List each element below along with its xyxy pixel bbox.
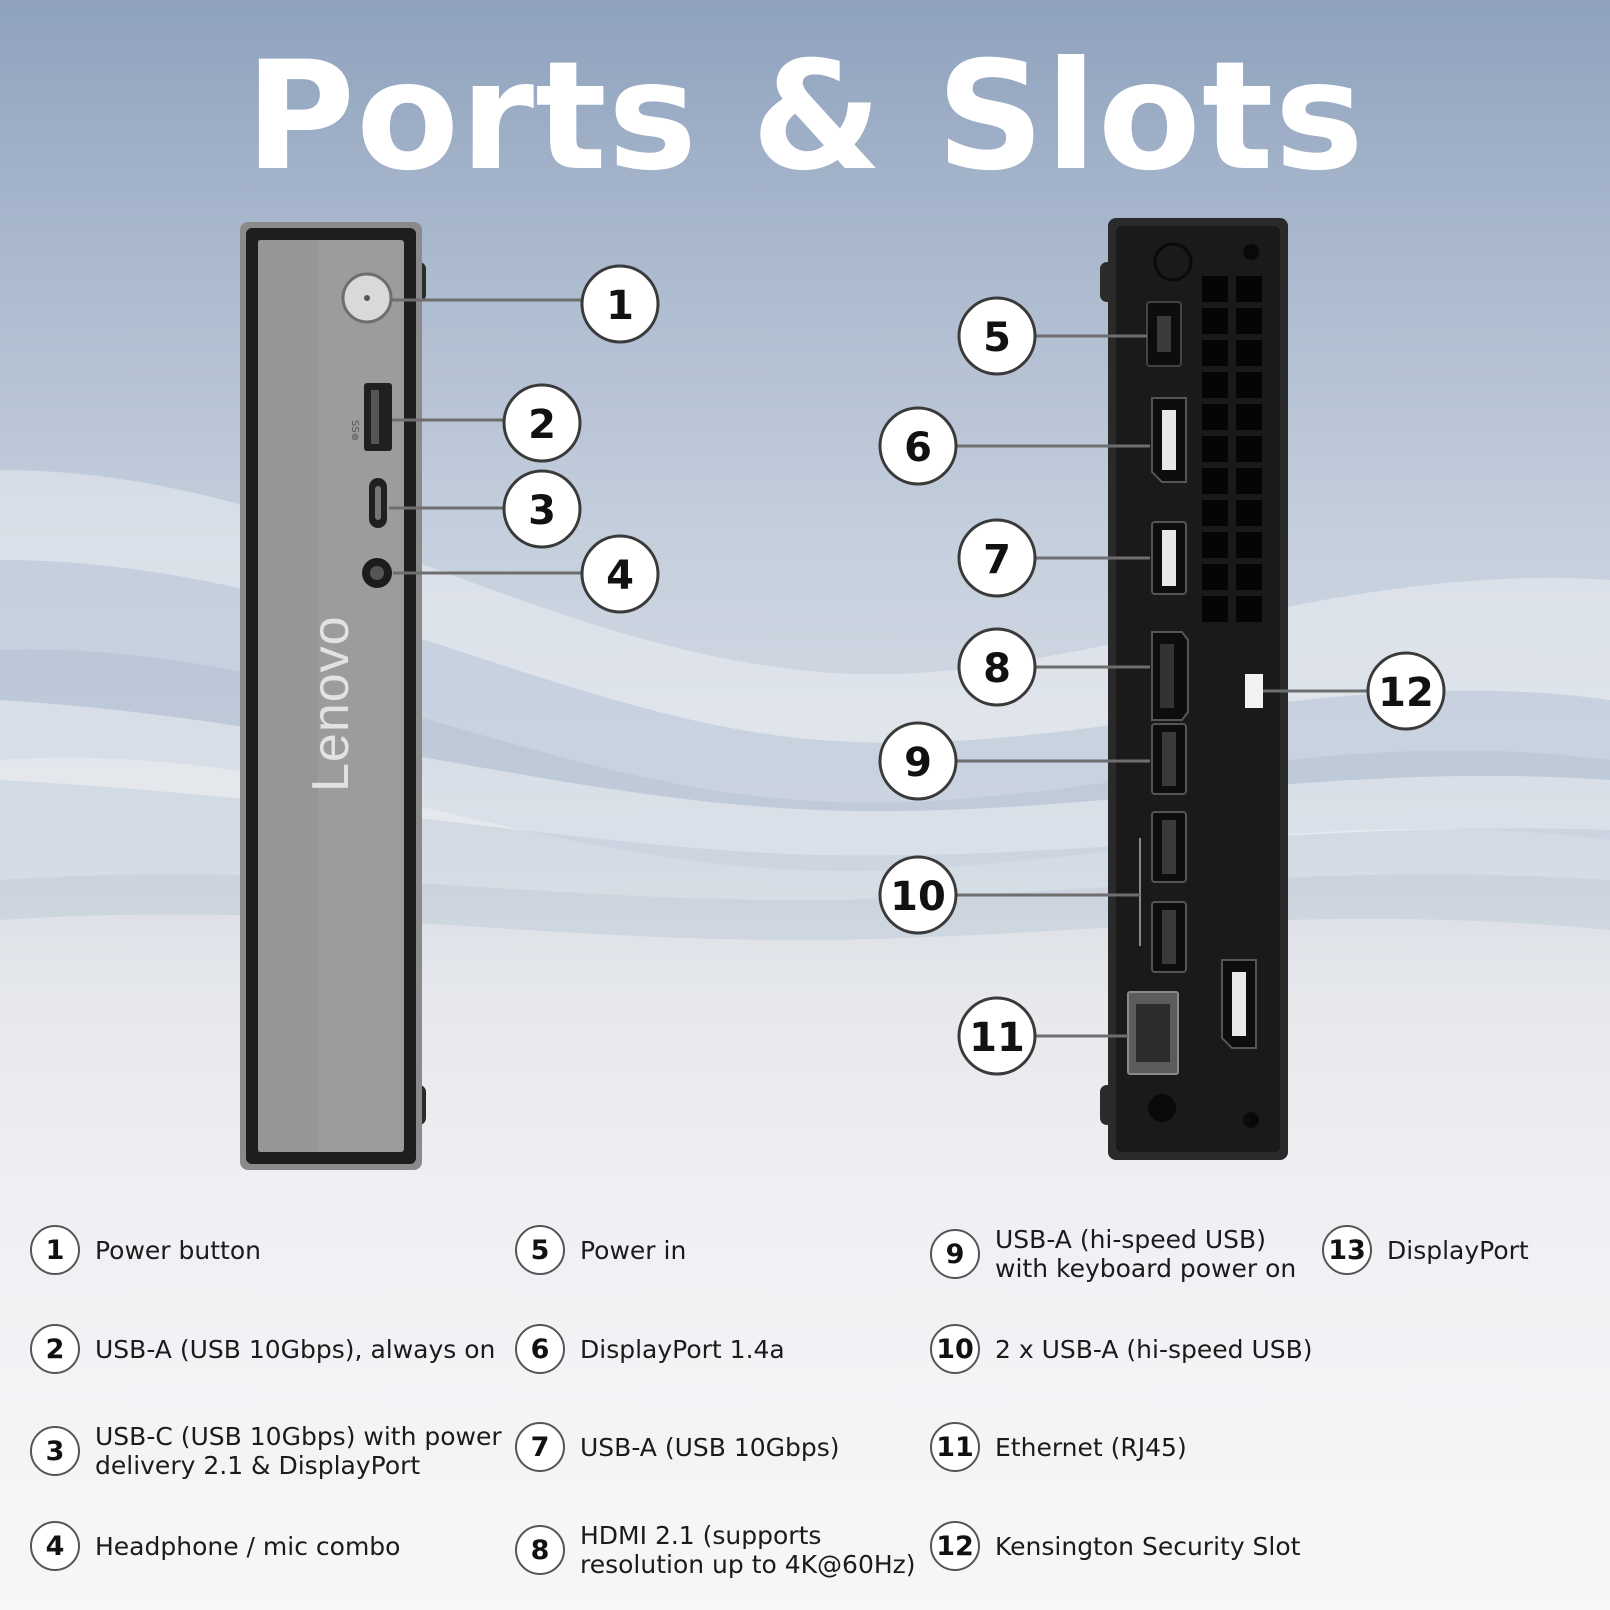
svg-text:1: 1: [606, 283, 634, 329]
legend-item-hdmi: 8 HDMI 2.1 (supports resolution up to 4K…: [515, 1521, 916, 1579]
rear-device: [1100, 218, 1288, 1160]
legend-item-usb-a-keyboard-power: 9 USB-A (hi-speed USB) with keyboard pow…: [930, 1225, 1296, 1283]
legend-item-displayport: 13 DisplayPort: [1322, 1225, 1529, 1275]
svg-text:2: 2: [528, 402, 556, 448]
legend-number: 8: [515, 1525, 565, 1575]
legend-item-headphone: 4 Headphone / mic combo: [30, 1521, 400, 1571]
lenovo-logo: Lenovo: [302, 615, 360, 792]
front-device: SS⊕ Lenovo: [240, 222, 426, 1170]
legend-number: 12: [930, 1521, 980, 1571]
callout-11: 11: [957, 996, 1037, 1076]
legend-item-2x-usb-a: 10 2 x USB-A (hi-speed USB): [930, 1324, 1313, 1374]
legend-label: Power button: [95, 1235, 261, 1265]
legend-label: DisplayPort: [1387, 1235, 1529, 1265]
callout-6: 6: [878, 406, 958, 486]
legend-number: 7: [515, 1422, 565, 1472]
legend-item-ethernet: 11 Ethernet (RJ45): [930, 1422, 1187, 1472]
svg-text:SS⊕: SS⊕: [349, 420, 360, 441]
legend-label: USB-A (USB 10Gbps): [580, 1432, 840, 1462]
legend-label: USB-A (USB 10Gbps), always on: [95, 1334, 496, 1364]
legend-label: USB-A (hi-speed USB) with keyboard power…: [995, 1225, 1297, 1283]
callout-5: 5: [957, 296, 1037, 376]
svg-text:11: 11: [969, 1015, 1025, 1061]
svg-text:9: 9: [904, 740, 932, 786]
legend-number: 5: [515, 1225, 565, 1275]
legend-item-displayport-1-4a: 6 DisplayPort 1.4a: [515, 1324, 785, 1374]
legend-label: DisplayPort 1.4a: [580, 1334, 785, 1364]
svg-text:10: 10: [890, 874, 946, 920]
svg-text:8: 8: [983, 646, 1011, 692]
callout-12: 12: [1366, 651, 1446, 731]
legend-number: 3: [30, 1426, 80, 1476]
legend-number: 6: [515, 1324, 565, 1374]
svg-text:3: 3: [528, 488, 556, 534]
legend-number: 13: [1322, 1225, 1372, 1275]
svg-text:6: 6: [904, 425, 932, 471]
legend-number: 2: [30, 1324, 80, 1374]
legend-number: 4: [30, 1521, 80, 1571]
callout-10: 10: [878, 855, 958, 935]
legend-label: Headphone / mic combo: [95, 1531, 401, 1561]
legend-label: 2 x USB-A (hi-speed USB): [995, 1334, 1313, 1364]
legend-item-kensington: 12 Kensington Security Slot: [930, 1521, 1300, 1571]
legend-item-usb-c: 3 USB-C (USB 10Gbps) with power delivery…: [30, 1422, 502, 1480]
legend-label: USB-C (USB 10Gbps) with power delivery 2…: [95, 1422, 502, 1480]
legend-number: 9: [930, 1229, 980, 1279]
legend-number: 10: [930, 1324, 980, 1374]
callout-4: 4: [580, 534, 660, 614]
legend-item-usb-a-10gbps: 7 USB-A (USB 10Gbps): [515, 1422, 840, 1472]
callout-3: 3: [502, 469, 582, 549]
callout-7: 7: [957, 518, 1037, 598]
kensington-slot-icon: [1245, 674, 1263, 708]
callout-9: 9: [878, 721, 958, 801]
callout-1: 1: [580, 264, 660, 344]
legend-number: 11: [930, 1422, 980, 1472]
legend-item-power-in: 5 Power in: [515, 1225, 686, 1275]
svg-text:4: 4: [606, 553, 634, 599]
legend-label: Kensington Security Slot: [995, 1531, 1301, 1561]
legend-label: Ethernet (RJ45): [995, 1432, 1187, 1462]
legend-item-power-button: 1 Power button: [30, 1225, 261, 1275]
callout-2: 2: [502, 383, 582, 463]
legend-item-usb-a-always-on: 2 USB-A (USB 10Gbps), always on: [30, 1324, 495, 1374]
legend-number: 1: [30, 1225, 80, 1275]
legend-label: HDMI 2.1 (supports resolution up to 4K@6…: [580, 1521, 916, 1579]
callout-8: 8: [957, 627, 1037, 707]
svg-text:5: 5: [983, 315, 1011, 361]
page-title: Ports & Slots: [245, 30, 1365, 204]
svg-text:7: 7: [983, 537, 1011, 583]
legend-label: Power in: [580, 1235, 687, 1265]
svg-text:12: 12: [1378, 670, 1434, 716]
